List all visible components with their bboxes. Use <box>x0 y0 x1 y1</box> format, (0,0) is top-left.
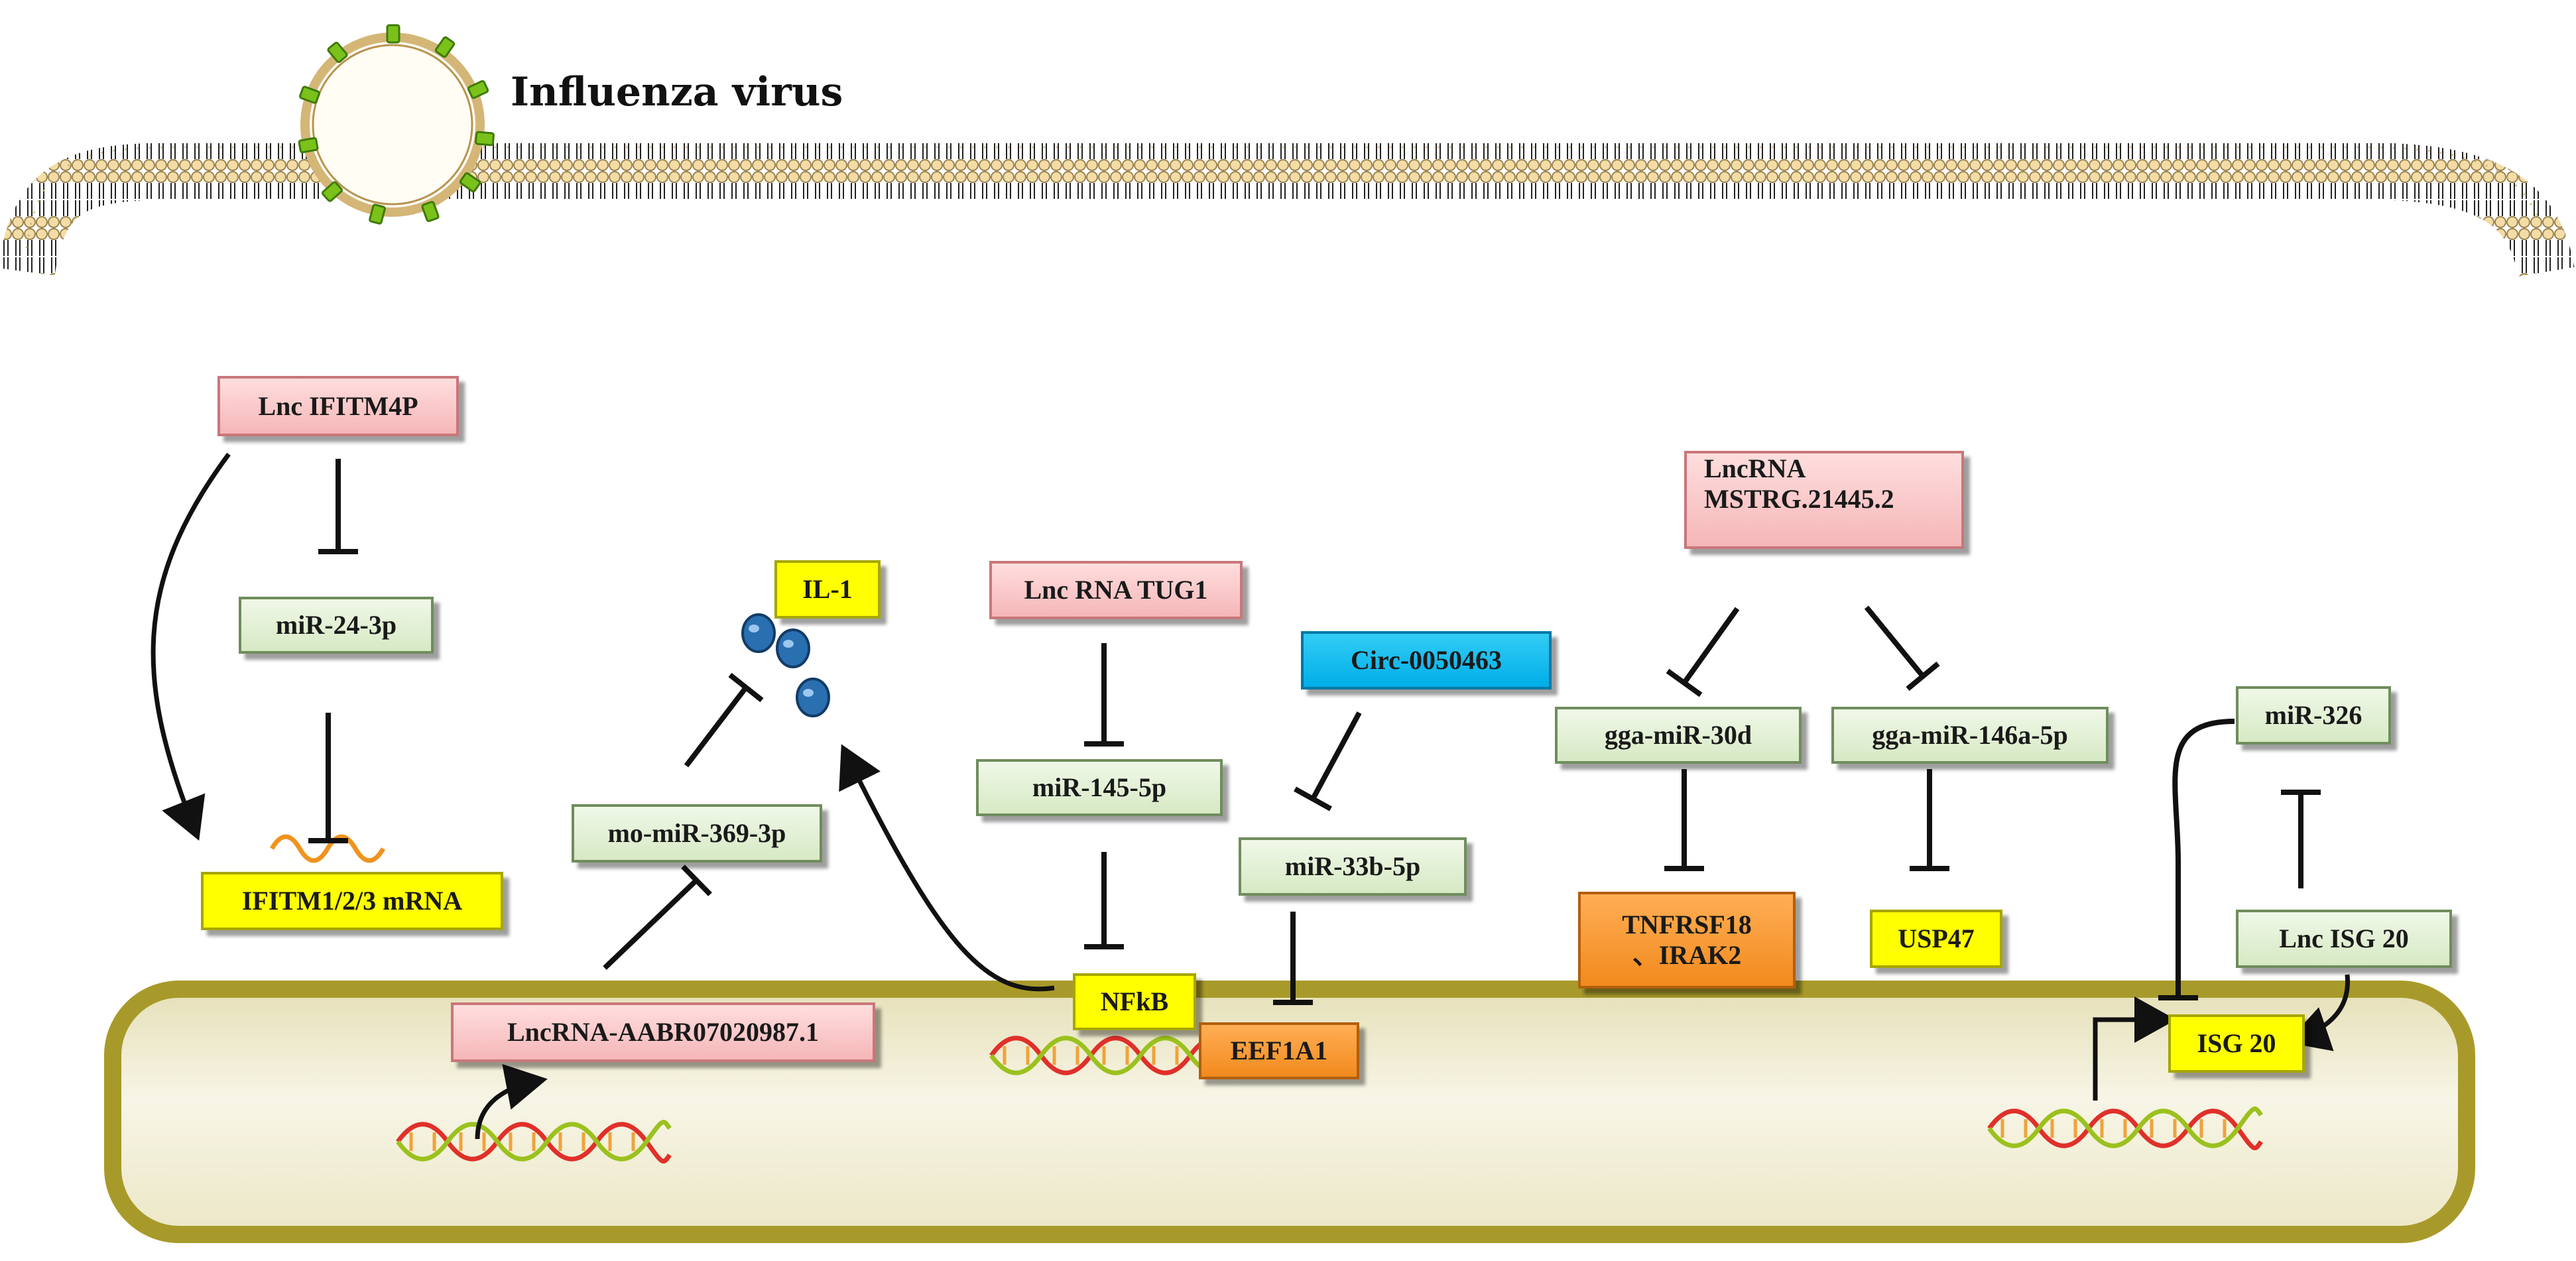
lnc-rna-tug1-box: Lnc RNA TUG1 <box>989 561 1243 619</box>
tnfrsf18-label-line1: TNFRSF18 <box>1622 910 1752 939</box>
mstrg-label-line2: MSTRG.21445.2 <box>1704 484 1894 514</box>
gga-mir-146a-5p-box: gga-miR-146a-5p <box>1831 707 2109 764</box>
tnfrsf18-label-line2: 、IRAK2 <box>1632 940 1742 970</box>
mstrg-label-line1: LncRNA <box>1704 453 1806 483</box>
nfkb-box: NFkB <box>1073 973 1196 1030</box>
virus-icon <box>298 24 495 225</box>
inhibition-arrows <box>308 459 2321 1005</box>
activation-arrows <box>151 452 2351 1140</box>
mir-326-box: miR-326 <box>2236 686 2391 745</box>
eef1a1-box: EEF1A1 <box>1199 1022 1359 1079</box>
mir-145-5p-box: miR-145-5p <box>976 759 1223 816</box>
gga-mir-30d-box: gga-miR-30d <box>1555 707 1802 764</box>
mo-mir-369-3p-box: mo-miR-369-3p <box>572 804 822 863</box>
circ-0050463-box: Circ-0050463 <box>1301 631 1552 690</box>
mrna-wave-icon <box>269 834 386 863</box>
mir-24-3p-box: miR-24-3p <box>239 597 434 654</box>
diagram-title: Influenza virus <box>511 69 843 115</box>
tnfrsf18-irak2-box: TNFRSF18 、IRAK2 <box>1578 892 1796 989</box>
lncrna-mstrg-box: LncRNA MSTRG.21445.2 <box>1684 451 1964 549</box>
mir-33b-5p-box: miR-33b-5p <box>1239 837 1467 896</box>
lnc-ifitm4p-box: Lnc IFITM4P <box>217 376 459 436</box>
cytokine-dots-icon <box>741 613 830 717</box>
il-1-box: IL-1 <box>774 560 881 619</box>
membrane-icon <box>0 143 2575 278</box>
ifitm-mrna-box: IFITM1/2/3 mRNA <box>201 872 503 930</box>
lncrna-aabr-box: LncRNA-AABR07020987.1 <box>451 1002 875 1062</box>
dna-helix-icon <box>396 1036 2263 1164</box>
lnc-isg20-box: Lnc ISG 20 <box>2236 910 2452 968</box>
usp47-box: USP47 <box>1870 910 2002 968</box>
isg20-box: ISG 20 <box>2168 1014 2305 1073</box>
